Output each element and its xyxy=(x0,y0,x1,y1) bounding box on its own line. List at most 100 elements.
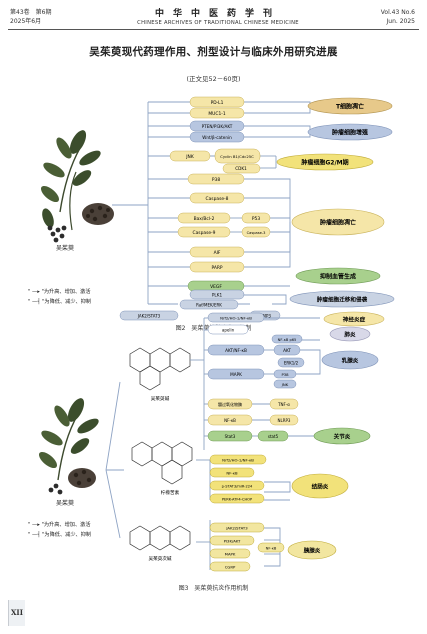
fig2-node-cyclin: Cyclin B1/Cdc25C xyxy=(214,148,261,164)
svg-text:胰腺炎: 胰腺炎 xyxy=(303,547,321,555)
fig2-node-bax: Bax/Bcl-2 xyxy=(177,212,231,224)
fig3-node-cgrp: CGRP xyxy=(209,561,251,572)
compound-label-2: 柠檬苦素 xyxy=(161,489,180,496)
fig3-outcome-arthritis: 关节炎 xyxy=(313,427,371,445)
fig3-herb-label: 吴茱萸 xyxy=(56,499,74,507)
fig2-node-p38: P38 xyxy=(187,173,245,185)
svg-text:CDK1: CDK1 xyxy=(235,166,247,171)
svg-text:NF-κB p65: NF-κB p65 xyxy=(278,338,297,342)
svg-text:Wnt/β-catenin: Wnt/β-catenin xyxy=(202,135,232,140)
svg-text:结肠炎: 结肠炎 xyxy=(312,483,329,491)
fig3-node-nrf2-2: Nrf2/HO-1/NF-κB xyxy=(209,454,267,465)
svg-text:stat5: stat5 xyxy=(268,434,279,439)
journal-name-en: CHINESE ARCHIVES OF TRADITIONAL CHINESE … xyxy=(137,20,299,26)
fig3-node-nfkb-p65: NF-κB p65 xyxy=(271,334,303,344)
date-en: Jun. 2025 xyxy=(386,18,415,25)
svg-text:Raf/MEK/ERK: Raf/MEK/ERK xyxy=(196,303,222,308)
svg-text:MAPK: MAPK xyxy=(225,552,236,557)
fig3-node-akt-nfkb: AKT/NF-κB xyxy=(207,344,265,356)
svg-text:抑制血管生成: 抑制血管生成 xyxy=(320,273,356,281)
fig2-node-pdl1: PD-L1 xyxy=(189,96,245,108)
svg-text:Stat3: Stat3 xyxy=(225,434,236,439)
fig2-node-pten: PTEN/PI3K/AKT xyxy=(189,120,245,132)
svg-text:神经炎症: 神经炎症 xyxy=(343,316,366,324)
fig2-node-vegf: VEGF xyxy=(187,280,245,292)
header-left: 第43卷 第6期 2025年6月 xyxy=(10,8,51,26)
figure-3-diagram: 吴茱萸 吴茱萸碱 柠檬苦素 吴茱萸次碱 xyxy=(28,311,385,572)
compound-structure-rutaecarpine xyxy=(129,525,191,551)
fig2-node-parp: PARP xyxy=(189,261,245,273)
fig2-legend-down: " —┤ "为降低、减少、抑制 xyxy=(28,297,91,305)
compound-label-3: 吴茱萸次碱 xyxy=(149,555,172,562)
svg-text:p-STAT3/miR-224: p-STAT3/miR-224 xyxy=(222,485,253,489)
journal-name-cn: 中华中医药学刊 xyxy=(154,9,281,19)
page-number: XII xyxy=(8,600,25,626)
fig3-node-pi3k: PI3K/AKT xyxy=(209,535,255,546)
svg-text:AKT: AKT xyxy=(283,348,291,353)
svg-text:PI3K/AKT: PI3K/AKT xyxy=(224,539,241,544)
svg-text:NF-κB: NF-κB xyxy=(226,471,238,476)
svg-text:PLK1: PLK1 xyxy=(212,293,223,298)
fig3-node-tnf: TNF-α xyxy=(269,398,299,410)
fig2-node-jnk: JNK xyxy=(169,150,211,162)
article-title: 吴茱萸现代药理作用、剂型设计与临床外用研究进展 xyxy=(89,46,338,58)
svg-text:VEGF: VEGF xyxy=(210,284,222,290)
svg-text:JAK2/STAT3: JAK2/STAT3 xyxy=(137,314,161,319)
svg-text:MUC1-1: MUC1-1 xyxy=(208,111,225,117)
svg-text:肿瘤细胞G2/M期: 肿瘤细胞G2/M期 xyxy=(301,159,348,167)
figure-3-caption: 图3 吴茱萸抗炎作用机制 xyxy=(178,585,249,592)
svg-text:肿瘤细胞增殖: 肿瘤细胞增殖 xyxy=(332,129,368,137)
svg-text:MMP3: MMP3 xyxy=(259,314,271,319)
fig3-node-mapk: MAPK xyxy=(207,368,265,380)
svg-text:TNF-α: TNF-α xyxy=(277,402,290,407)
svg-text:PERK-ATF4-CHOP: PERK-ATF4-CHOP xyxy=(222,498,253,502)
fig3-node-nfkb-2: NF-κB xyxy=(207,414,253,426)
fig2-outcome-tcell-apoptosis: T细胞凋亡 xyxy=(307,97,393,115)
svg-text:MAPK: MAPK xyxy=(230,372,242,377)
fig2-node-plk1: PLK1 xyxy=(189,289,245,300)
fig2-legend-up: " —▸ "为升高、增加、激活 xyxy=(28,287,91,295)
fig3-outcome-neuro: 神经炎症 xyxy=(323,311,385,327)
fig3-node-jnk: JNK xyxy=(273,379,297,389)
article-subtitle: (正文见52－60页) xyxy=(186,75,241,83)
svg-text:apelin: apelin xyxy=(222,328,235,333)
fig3-node-stat3: Stat3 xyxy=(207,430,253,442)
fig2-node-wnt: Wnt/β-catenin xyxy=(189,131,245,143)
fig3-legend-down: " —┤ "为降低、减少、抑制 xyxy=(28,530,91,538)
fig3-node-erk12: ERK1/2 xyxy=(277,357,305,368)
svg-text:AIF: AIF xyxy=(214,250,221,256)
svg-text:AKT/NF-κB: AKT/NF-κB xyxy=(225,348,247,353)
svg-text:JNK: JNK xyxy=(185,154,194,160)
fig3-node-mpo: 髓过氧化物酶 xyxy=(207,398,253,410)
fig3-node-p38: P38 xyxy=(273,369,297,379)
fig2-herb-label: 吴茱萸 xyxy=(56,244,74,252)
fig3-node-mapk-2: MAPK xyxy=(209,548,251,559)
fig2-outcome-apoptosis: 肿瘤细胞凋亡 xyxy=(291,208,385,236)
svg-text:JNK: JNK xyxy=(281,382,289,387)
fig2-node-jak2: JAK2/STAT3 xyxy=(119,310,179,321)
fig2-node-raf: Raf/MEK/ERK xyxy=(179,299,239,310)
svg-text:PARP: PARP xyxy=(211,265,222,271)
fig3-outcome-colitis: 结肠炎 xyxy=(291,473,349,499)
herb-illustration-fig3 xyxy=(38,398,99,495)
svg-text:Caspase-3: Caspase-3 xyxy=(247,231,266,235)
header-rule xyxy=(8,29,419,30)
svg-text:肿瘤细胞凋亡: 肿瘤细胞凋亡 xyxy=(320,219,356,227)
fig2-node-p53: P53 xyxy=(241,212,271,224)
fig2-outcome-migration: 肿瘤细胞迁移和侵袭 xyxy=(289,290,395,308)
svg-text:Nrf2/HO-1/NF-κB: Nrf2/HO-1/NF-κB xyxy=(222,458,254,463)
fig3-node-stat5: stat5 xyxy=(257,430,289,442)
fig3-node-apelin: apelin xyxy=(207,324,249,335)
svg-text:PTEN/PI3K/AKT: PTEN/PI3K/AKT xyxy=(202,124,233,129)
fig3-node-nrf2-1: Nrf2/HO-1/NF-κB xyxy=(207,312,265,323)
compound-structure-limonin xyxy=(131,441,193,485)
svg-text:肿瘤细胞迁移和侵袭: 肿瘤细胞迁移和侵袭 xyxy=(317,296,368,304)
svg-text:NF-κB: NF-κB xyxy=(266,547,277,551)
figure-2-diagram: 吴茱萸 PD-L1 MUC1-1 PTEN/PI3K/AKT Wnt/β-cat… xyxy=(28,96,395,321)
fig3-legend-up: " —▸ "为升高、增加、激活 xyxy=(28,520,91,528)
svg-text:P38: P38 xyxy=(281,372,289,377)
volume-issue: 第43卷 第6期 xyxy=(10,9,52,16)
svg-text:肺炎: 肺炎 xyxy=(344,331,356,339)
svg-text:髓过氧化物酶: 髓过氧化物酶 xyxy=(218,401,242,407)
fig2-node-caspase3: Caspase-3 xyxy=(241,226,271,238)
